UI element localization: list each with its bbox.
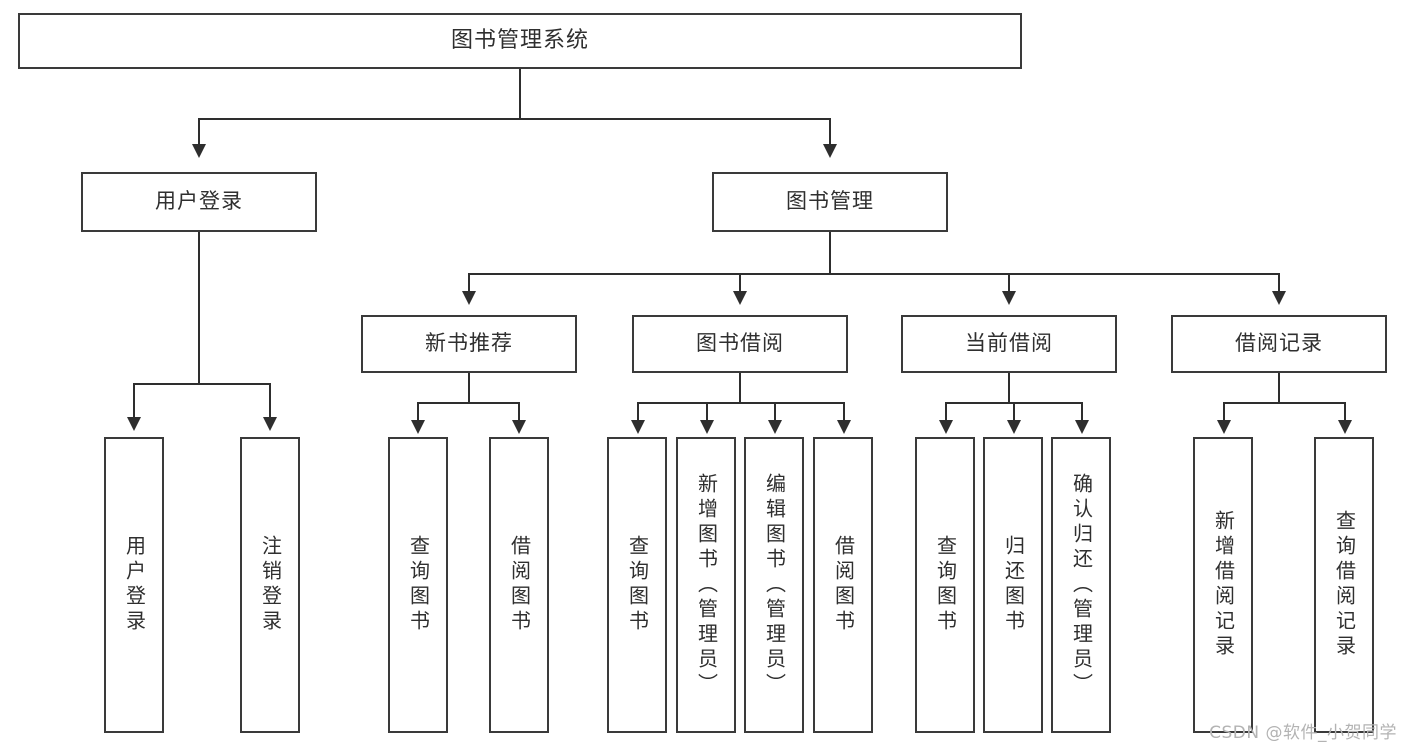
leaf-label: 借阅图书 xyxy=(507,535,532,635)
leaf-label: 归还图书 xyxy=(1001,535,1026,635)
edge-current-borrow-to-leaf-1 xyxy=(945,402,947,422)
leaf-label: 查询图书 xyxy=(625,535,650,635)
edge-book-manage-to-current-borrow xyxy=(1008,273,1010,293)
leaf-label: 查询图书 xyxy=(933,535,958,635)
node-borrow-record[interactable]: 借阅记录 xyxy=(1171,315,1387,373)
leaf-label: 用户登录 xyxy=(122,535,147,635)
leaf-label: 新增图书（管理员） xyxy=(694,472,719,698)
arrow-current-borrow-to-leaf-3 xyxy=(1075,420,1089,434)
leaf-label: 查询借阅记录 xyxy=(1332,510,1357,660)
node-new-book-recommend[interactable]: 新书推荐 xyxy=(361,315,577,373)
node-user-login[interactable]: 用户登录 xyxy=(81,172,317,232)
edge-borrow-record-stem xyxy=(1278,373,1280,403)
arrow-book-borrow-to-leaf-4 xyxy=(837,420,851,434)
leaf-current-borrow-3[interactable]: 确认归还（管理员） xyxy=(1051,437,1111,733)
edge-book-manage-to-borrow-record xyxy=(1278,273,1280,293)
leaf-label: 新增借阅记录 xyxy=(1211,510,1236,660)
edge-user-login-bus xyxy=(133,383,271,385)
leaf-borrow-record-2[interactable]: 查询借阅记录 xyxy=(1314,437,1374,733)
arrow-user-login-to-leaf-1 xyxy=(127,417,141,431)
arrow-new-book-to-leaf-1 xyxy=(411,420,425,434)
edge-user-login-stem xyxy=(198,232,200,384)
leaf-current-borrow-2[interactable]: 归还图书 xyxy=(983,437,1043,733)
node-root[interactable]: 图书管理系统 xyxy=(18,13,1022,69)
edge-book-manage-stem xyxy=(829,232,831,274)
leaf-label: 确认归还（管理员） xyxy=(1069,472,1094,698)
edge-book-manage-to-book-borrow xyxy=(739,273,741,293)
leaf-book-borrow-2[interactable]: 新增图书（管理员） xyxy=(676,437,736,733)
leaf-label: 借阅图书 xyxy=(831,535,856,635)
arrow-book-manage-to-current-borrow xyxy=(1002,291,1016,305)
arrow-book-borrow-to-leaf-1 xyxy=(631,420,645,434)
arrow-borrow-record-to-leaf-2 xyxy=(1338,420,1352,434)
leaf-new-book-2[interactable]: 借阅图书 xyxy=(489,437,549,733)
edge-new-book-stem xyxy=(468,373,470,403)
node-book-management[interactable]: 图书管理 xyxy=(712,172,948,232)
edge-new-book-to-leaf-1 xyxy=(417,402,419,422)
edge-borrow-record-to-leaf-2 xyxy=(1344,402,1346,422)
edge-book-manage-to-new-book xyxy=(468,273,470,293)
arrow-book-manage-to-new-book xyxy=(462,291,476,305)
leaf-book-borrow-3[interactable]: 编辑图书（管理员） xyxy=(744,437,804,733)
node-book-borrow[interactable]: 图书借阅 xyxy=(632,315,848,373)
edge-current-borrow-stem xyxy=(1008,373,1010,403)
edge-new-book-bus xyxy=(417,402,520,404)
edge-book-borrow-to-leaf-3 xyxy=(774,402,776,422)
edge-root-to-book-manage xyxy=(829,118,831,146)
node-current-borrow[interactable]: 当前借阅 xyxy=(901,315,1117,373)
arrow-current-borrow-to-leaf-1 xyxy=(939,420,953,434)
arrow-book-manage-to-borrow-record xyxy=(1272,291,1286,305)
edge-book-borrow-to-leaf-2 xyxy=(706,402,708,422)
edge-user-login-to-leaf-2 xyxy=(269,383,271,419)
arrow-borrow-record-to-leaf-1 xyxy=(1217,420,1231,434)
leaf-user-login-2[interactable]: 注销登录 xyxy=(240,437,300,733)
arrow-book-borrow-to-leaf-3 xyxy=(768,420,782,434)
leaf-borrow-record-1[interactable]: 新增借阅记录 xyxy=(1193,437,1253,733)
arrow-book-borrow-to-leaf-2 xyxy=(700,420,714,434)
edge-root-to-user-login xyxy=(198,118,200,146)
edge-current-borrow-to-leaf-3 xyxy=(1081,402,1083,422)
arrow-root-to-user-login xyxy=(192,144,206,158)
edge-book-borrow-stem xyxy=(739,373,741,403)
edge-book-manage-bus xyxy=(468,273,1280,275)
arrow-new-book-to-leaf-2 xyxy=(512,420,526,434)
edge-root-stem xyxy=(519,69,521,119)
arrow-current-borrow-to-leaf-2 xyxy=(1007,420,1021,434)
leaf-new-book-1[interactable]: 查询图书 xyxy=(388,437,448,733)
leaf-current-borrow-1[interactable]: 查询图书 xyxy=(915,437,975,733)
edge-book-borrow-to-leaf-1 xyxy=(637,402,639,422)
leaf-user-login-1[interactable]: 用户登录 xyxy=(104,437,164,733)
leaf-book-borrow-4[interactable]: 借阅图书 xyxy=(813,437,873,733)
edge-new-book-to-leaf-2 xyxy=(518,402,520,422)
edge-book-borrow-to-leaf-4 xyxy=(843,402,845,422)
arrow-book-manage-to-book-borrow xyxy=(733,291,747,305)
arrow-root-to-book-manage xyxy=(823,144,837,158)
leaf-label: 查询图书 xyxy=(406,535,431,635)
edge-current-borrow-to-leaf-2 xyxy=(1013,402,1015,422)
leaf-book-borrow-1[interactable]: 查询图书 xyxy=(607,437,667,733)
leaf-label: 注销登录 xyxy=(258,535,283,635)
edge-book-borrow-bus xyxy=(637,402,845,404)
edge-borrow-record-to-leaf-1 xyxy=(1223,402,1225,422)
leaf-label: 编辑图书（管理员） xyxy=(762,472,787,698)
arrow-user-login-to-leaf-2 xyxy=(263,417,277,431)
edge-user-login-to-leaf-1 xyxy=(133,383,135,419)
edge-root-bus xyxy=(198,118,831,120)
edge-borrow-record-bus xyxy=(1223,402,1345,404)
